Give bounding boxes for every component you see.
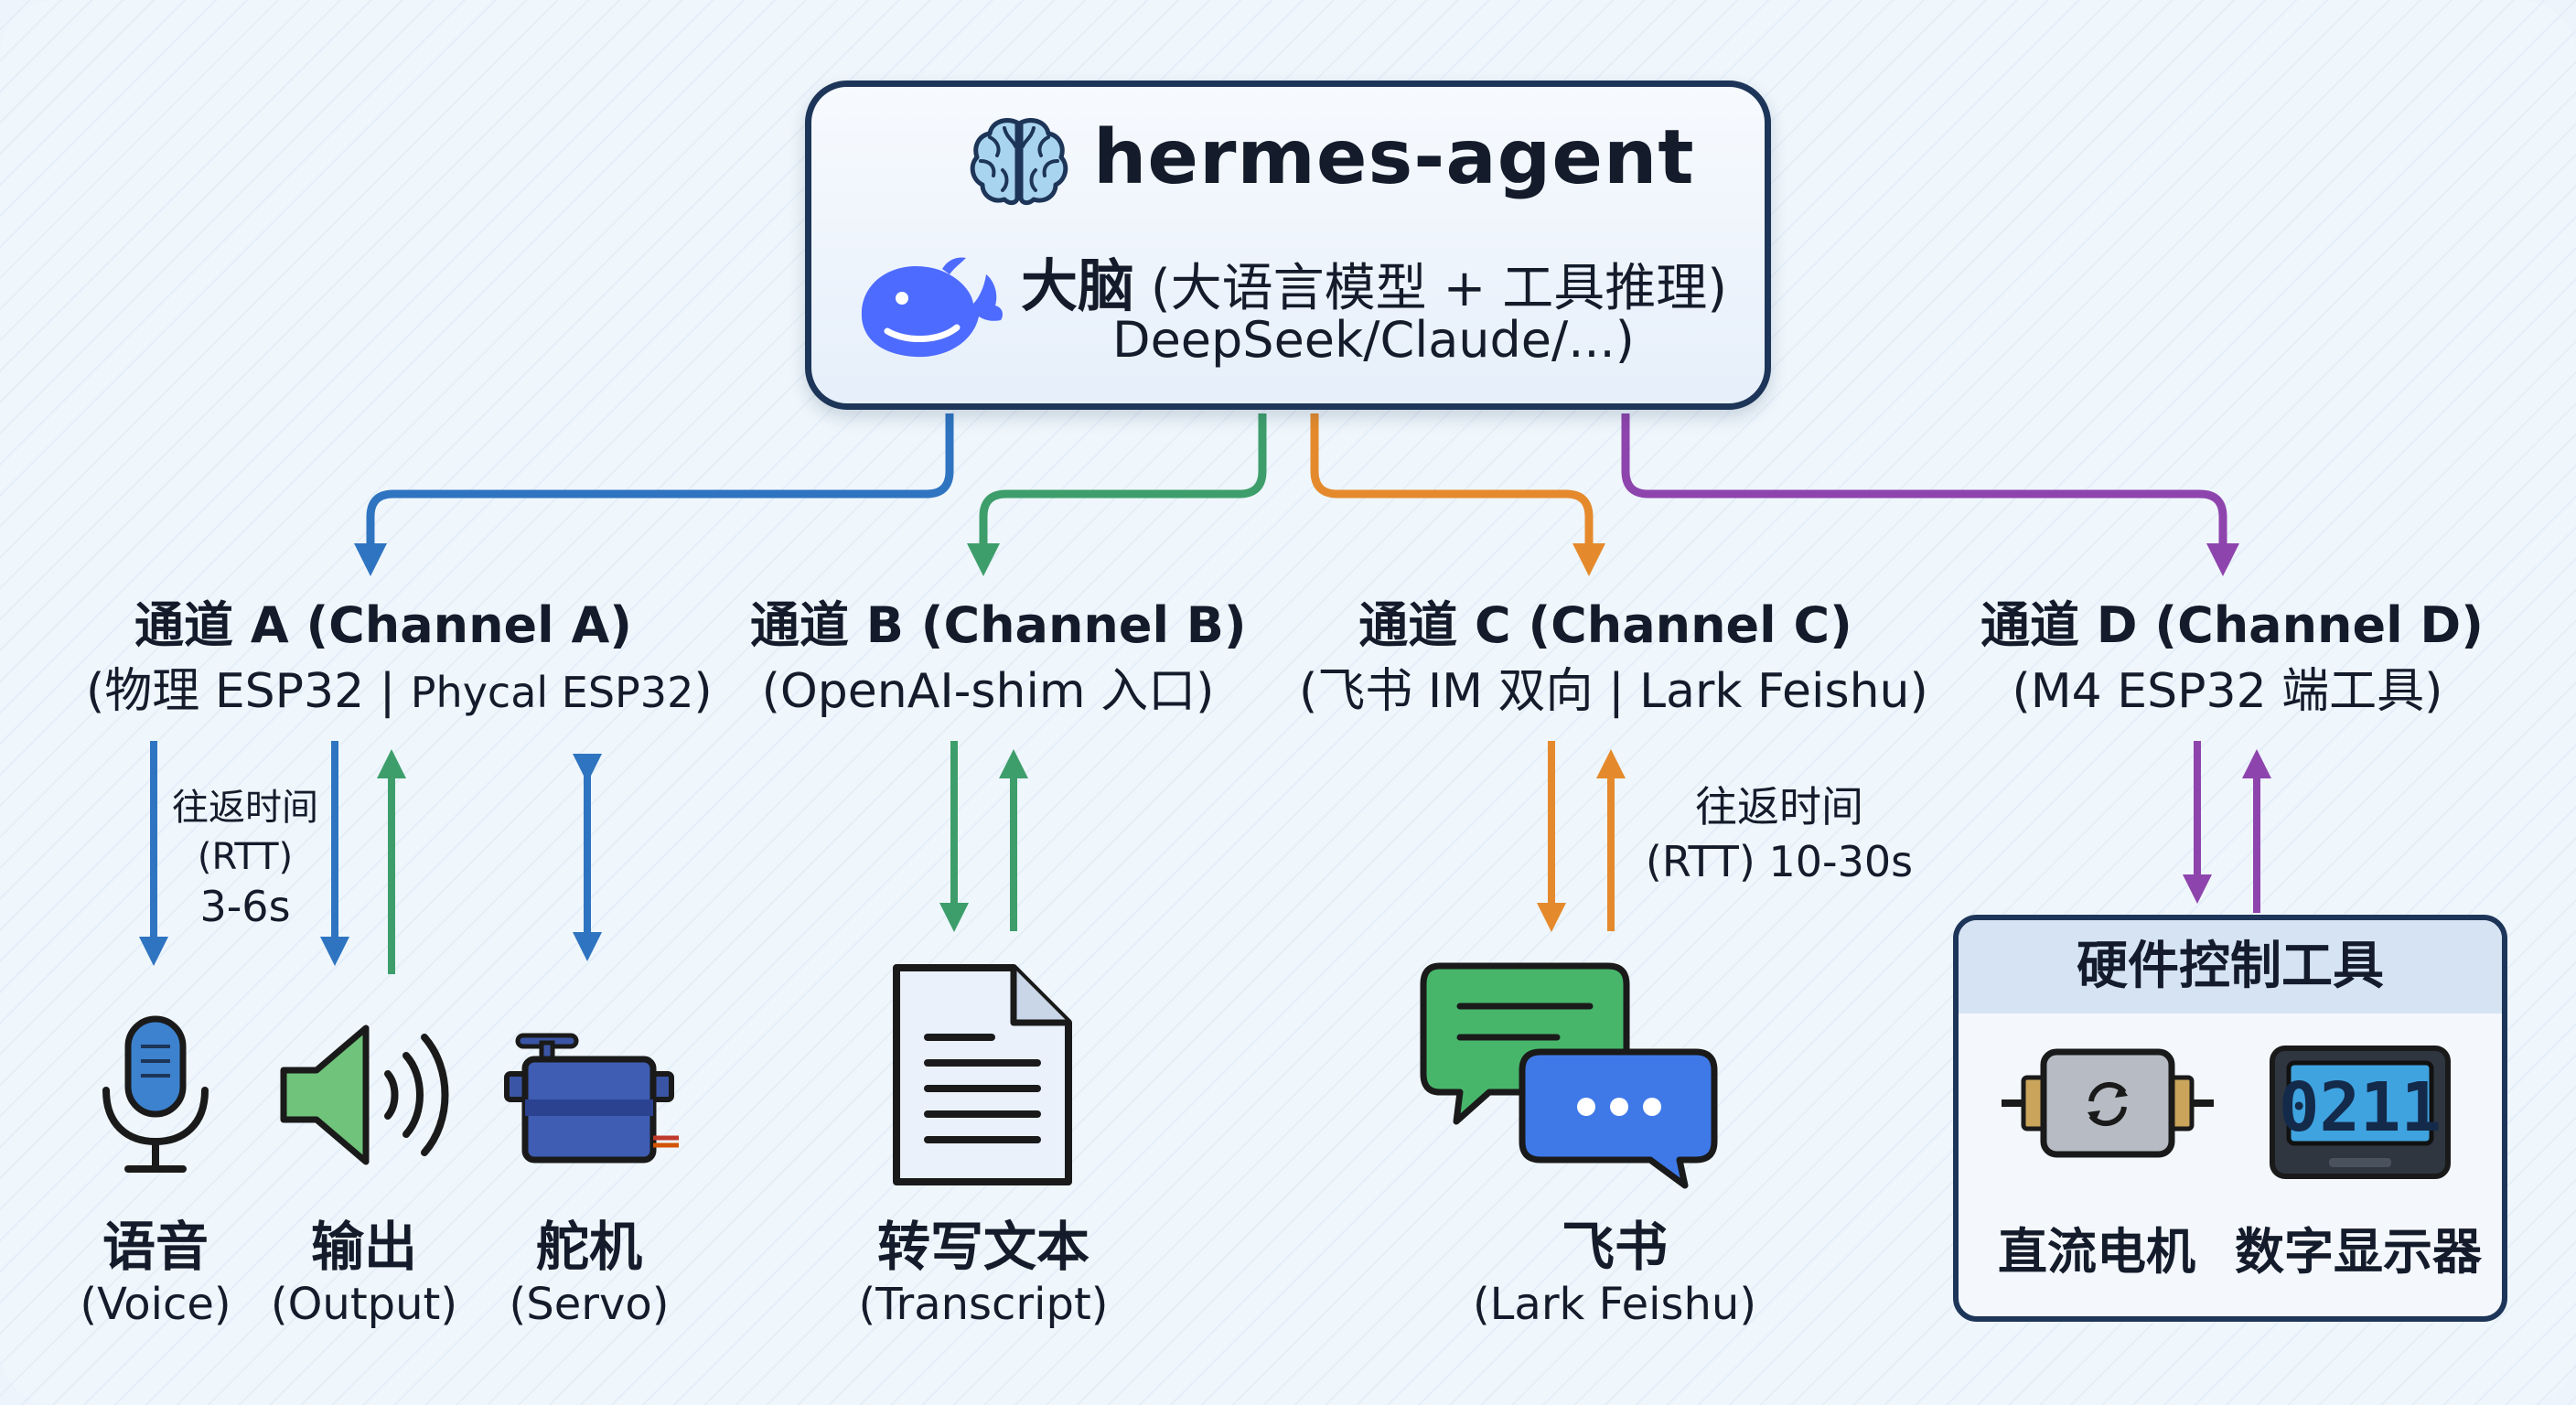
output-label: 输出 (Output) [263,1217,465,1332]
rtt-c-label: 往返时间 (RTT) 10-30s [1633,779,1926,889]
whale-icon [861,257,1003,358]
output-label-zh: 输出 [310,1216,417,1278]
voice-label-en: (Voice) [80,1279,231,1330]
channel-a-name: 通道 A (Channel A) [134,596,632,654]
channel-b-subtitle: (OpenAI-shim 入口) [761,664,1215,719]
voice-label: 语音 (Voice) [55,1217,256,1332]
servo-label-zh: 舵机 [535,1216,642,1278]
channel-b-name: 通道 B (Channel B) [750,596,1247,654]
channel-c-name: 通道 C (Channel C) [1358,596,1852,654]
channel-a-sub-part1: (物理 ESP32 | [86,664,411,719]
rtt-a-line2: (RTT) [197,836,294,878]
microphone-icon [102,1015,209,1173]
channel-a-sub-part3: ) [693,664,713,719]
channel-c-title: 通道 C (Channel C) (飞书 IM 双向 | Lark Feishu… [1299,593,1928,724]
transcript-label-zh: 转写文本 [876,1216,1089,1278]
channel-b-title: 通道 B (Channel B) (OpenAI-shim 入口) [750,593,1247,724]
channel-a-subtitle: (物理 ESP32 | Phycal ESP32) [86,659,713,725]
brain-models: DeepSeek/Claude/...) [1112,311,1635,369]
brain-subtitle-bold: 大脑 [1021,252,1135,319]
channel-c-subtitle: (飞书 IM 双向 | Lark Feishu) [1299,664,1928,719]
servo-icon [504,1033,679,1164]
feishu-label-en: (Lark Feishu) [1472,1279,1757,1330]
brain-title: hermes-agent [1093,114,1695,201]
rtt-a-line3: 3-6s [199,882,291,931]
wire-channel-d [1621,413,2239,576]
transcript-label: 转写文本 (Transcript) [842,1217,1125,1332]
digital-display-digits: 0211 [2279,1068,2442,1147]
channel-a-title: 通道 A (Channel A) (物理 ESP32 | Phycal ESP3… [86,593,713,725]
wire-channel-c [1310,413,1605,576]
brain-subtitle-rest: (大语言模型 + 工具推理) [1150,259,1728,318]
channel-d-name: 通道 D (Channel D) [1980,596,2484,654]
digital-display-label: 数字显示器 [2235,1223,2482,1281]
speaker-icon [280,1024,449,1165]
brain-subtitle: 大脑 (大语言模型 + 工具推理) [1021,240,1727,322]
transcript-label-en: (Transcript) [858,1279,1109,1330]
servo-label: 舵机 (Servo) [488,1217,690,1332]
feishu-label: 飞书 (Lark Feishu) [1464,1217,1766,1332]
feishu-label-zh: 飞书 [1561,1216,1668,1278]
brain-box [805,80,1771,410]
dc-motor-label: 直流电机 [1998,1223,2195,1281]
digital-display-icon: 0211 [2270,1046,2451,1179]
hardware-tools-header: 硬件控制工具 [1959,920,2502,1014]
channel-d-title: 通道 D (Channel D) (M4 ESP32 端工具) [1980,593,2484,724]
channel-d-subtitle: (M4 ESP32 端工具) [2012,664,2443,719]
output-label-en: (Output) [270,1279,458,1330]
rtt-c-line2: (RTT) 10-30s [1645,837,1914,886]
rtt-a-label: 往返时间 (RTT) 3-6s [156,783,335,931]
chat-icon [1420,962,1718,1189]
wire-channel-b [967,413,1267,576]
wire-channel-a [354,413,954,576]
channel-a-sub-part2: Phycal ESP32 [410,668,694,717]
document-icon [893,964,1072,1185]
rtt-c-line1: 往返时间 [1695,782,1863,831]
servo-label-en: (Servo) [509,1279,670,1330]
voice-label-zh: 语音 [102,1216,209,1278]
rtt-a-line1: 往返时间 [172,787,318,829]
dc-motor-icon [2002,1048,2214,1158]
brain-icon [970,118,1068,206]
